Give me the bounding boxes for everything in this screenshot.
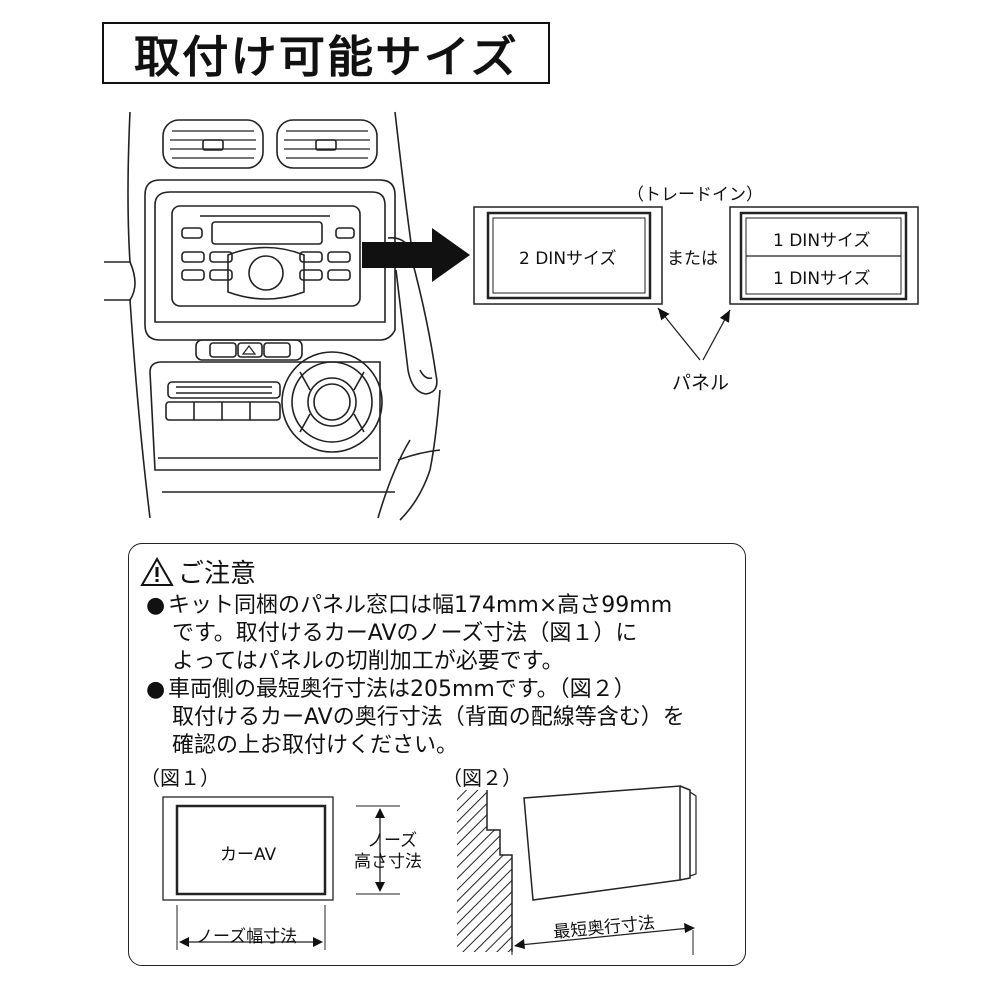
bullet-2: ● [146,677,166,702]
fig1-label: （図１） [140,766,220,790]
warning-icon [140,556,174,586]
option-2din-label: 2 DINサイズ [519,249,617,269]
page-title: 取付け可能サイズ [133,32,519,83]
notice-item-1: ●キット同梱のパネル窓口は幅174mm×高さ99mm です。取付けるカーAVのノ… [146,592,672,676]
or-label: または [667,249,718,269]
bullet-1: ● [146,593,166,618]
trade-in-label: （トレードイン） [627,185,763,205]
car-av-label: カーAV [220,845,277,865]
title-box: 取付け可能サイズ [102,22,550,84]
notice-item-1-line-2: です。取付けるカーAVのノーズ寸法（図１）に [172,621,638,646]
notice-item-1-line-1: キット同梱のパネル窓口は幅174mm×高さ99mm [168,593,673,618]
option-1din-bottom-label: 1 DINサイズ [773,269,871,289]
notice-item-2-line-3: 確認の上お取付けください。 [172,733,459,758]
notice-item-2-line-2: 取付けるカーAVの奥行寸法（背面の配線等含む）を [172,705,685,730]
panel-label: パネル [672,372,730,394]
notice-heading-text: ご注意 [178,559,257,589]
notice-box [128,543,746,966]
nose-height-label-2: 高さ寸法 [354,852,422,872]
notice-heading: ご注意 [140,553,256,590]
notice-item-1-line-3: よってはパネルの切削加工が必要です。 [172,649,564,674]
notice-item-2: ●車両側の最短奥行寸法は205mmです。（図２） 取付けるカーAVの奥行寸法（背… [146,676,685,760]
nose-height-label-1: ノーズ [367,831,418,851]
notice-item-2-line-1: 車両側の最短奥行寸法は205mmです。（図２） [168,677,636,702]
option-1din-top-label: 1 DINサイズ [773,231,871,251]
fig2-label: （図２） [442,766,522,790]
nose-width-label: ノーズ幅寸法 [196,927,298,947]
